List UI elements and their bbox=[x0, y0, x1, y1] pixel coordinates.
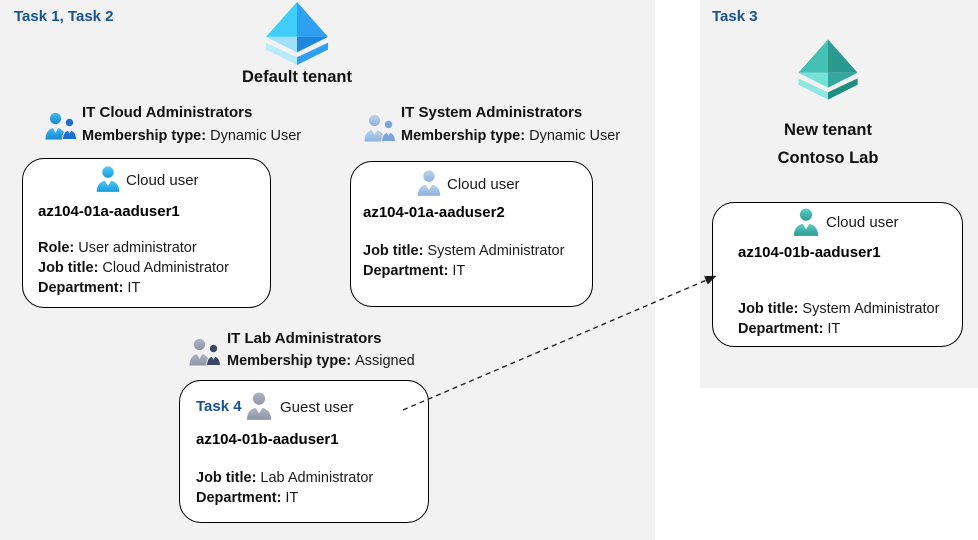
field-value: User administrator bbox=[78, 240, 197, 256]
user-attributes: Job title:System Administrator Departmen… bbox=[363, 241, 564, 281]
field-job-title: Job title:Lab Administrator bbox=[196, 468, 373, 488]
azure-ad-tenant-icon-teal bbox=[798, 39, 858, 100]
task-3-label: Task 3 bbox=[712, 8, 758, 25]
membership-type-value: Assigned bbox=[355, 353, 415, 369]
group-icon-system-admins bbox=[364, 114, 397, 142]
field-value: System Administrator bbox=[802, 301, 940, 317]
field-job-title: Job title:System Administrator bbox=[738, 299, 939, 319]
field-job-title: Job title:System Administrator bbox=[363, 241, 564, 261]
field-value: Cloud Administrator bbox=[102, 260, 229, 276]
group-icon-lab-admins bbox=[189, 338, 222, 366]
field-label: Role: bbox=[38, 240, 75, 256]
field-label: Department: bbox=[363, 263, 449, 279]
guest-user-card-aaduser1: Task 4 Guest user az104-01b-aaduser1 Job… bbox=[179, 380, 429, 523]
cloud-user-card-aaduser1: Cloud user az104-01a-aaduser1 Role:User … bbox=[22, 158, 271, 308]
field-label: Job title: bbox=[363, 243, 424, 259]
guest-user-icon bbox=[246, 392, 272, 420]
membership-type-label: Membership type: bbox=[401, 128, 526, 144]
group-name-lab-admins: IT Lab Administrators bbox=[227, 330, 382, 347]
user-attributes: Job title:Lab Administrator Department:I… bbox=[196, 468, 373, 508]
group-membership-cloud-admins: Membership type:Dynamic User bbox=[82, 128, 301, 144]
cloud-user-card-new-tenant: Cloud user az104-01b-aaduser1 Job title:… bbox=[712, 202, 963, 347]
field-department: Department:IT bbox=[738, 319, 939, 339]
username: az104-01b-aaduser1 bbox=[738, 244, 881, 261]
group-membership-system-admins: Membership type:Dynamic User bbox=[401, 128, 620, 144]
membership-type-value: Dynamic User bbox=[529, 128, 621, 144]
field-department: Department:IT bbox=[38, 278, 229, 298]
field-job-title: Job title:Cloud Administrator bbox=[38, 258, 229, 278]
new-tenant-panel: Task 3 New tenant Contoso Lab Cloud user… bbox=[700, 0, 978, 388]
default-tenant-panel: Task 1, Task 2 Default tenant IT Cloud A… bbox=[0, 0, 655, 540]
field-value: IT bbox=[285, 490, 299, 506]
field-value: IT bbox=[452, 263, 466, 279]
field-label: Job title: bbox=[196, 470, 257, 486]
cloud-user-icon bbox=[417, 170, 441, 196]
field-value: System Administrator bbox=[427, 243, 565, 259]
group-name-cloud-admins: IT Cloud Administrators bbox=[82, 104, 253, 121]
field-value: IT bbox=[127, 280, 141, 296]
membership-type-label: Membership type: bbox=[227, 353, 352, 369]
group-icon-cloud-admins bbox=[45, 112, 78, 140]
username: az104-01b-aaduser1 bbox=[196, 431, 339, 448]
field-label: Department: bbox=[38, 280, 124, 296]
field-value: Lab Administrator bbox=[260, 470, 374, 486]
default-tenant-title: Default tenant bbox=[241, 68, 352, 86]
username: az104-01a-aaduser1 bbox=[38, 203, 180, 220]
new-tenant-title-line2: Contoso Lab bbox=[777, 149, 879, 167]
field-value: IT bbox=[827, 321, 841, 337]
azure-ad-tenant-icon bbox=[265, 2, 329, 66]
membership-type-label: Membership type: bbox=[82, 128, 207, 144]
group-name-system-admins: IT System Administrators bbox=[401, 104, 583, 121]
field-label: Department: bbox=[196, 490, 282, 506]
field-label: Department: bbox=[738, 321, 824, 337]
field-department: Department:IT bbox=[363, 261, 564, 281]
username: az104-01a-aaduser2 bbox=[363, 204, 505, 221]
user-attributes: Job title:System Administrator Departmen… bbox=[738, 299, 939, 339]
task-1-2-label: Task 1, Task 2 bbox=[14, 8, 114, 25]
user-type-label: Guest user bbox=[280, 399, 354, 416]
group-membership-lab-admins: Membership type:Assigned bbox=[227, 353, 415, 369]
field-label: Job title: bbox=[38, 260, 99, 276]
new-tenant-title-line1: New tenant bbox=[783, 121, 872, 139]
cloud-user-icon bbox=[96, 166, 120, 192]
user-attributes: Role:User administrator Job title:Cloud … bbox=[38, 238, 229, 298]
cloud-user-card-aaduser2: Cloud user az104-01a-aaduser2 Job title:… bbox=[350, 161, 593, 307]
guest-invitation-arrow bbox=[402, 275, 717, 411]
user-type-label: Cloud user bbox=[447, 176, 520, 193]
user-type-label: Cloud user bbox=[826, 214, 899, 231]
field-department: Department:IT bbox=[196, 488, 373, 508]
membership-type-value: Dynamic User bbox=[210, 128, 302, 144]
user-type-label: Cloud user bbox=[126, 172, 199, 189]
task-4-label: Task 4 bbox=[196, 398, 242, 415]
field-label: Job title: bbox=[738, 301, 799, 317]
field-role: Role:User administrator bbox=[38, 238, 229, 258]
cloud-user-icon bbox=[793, 208, 819, 236]
